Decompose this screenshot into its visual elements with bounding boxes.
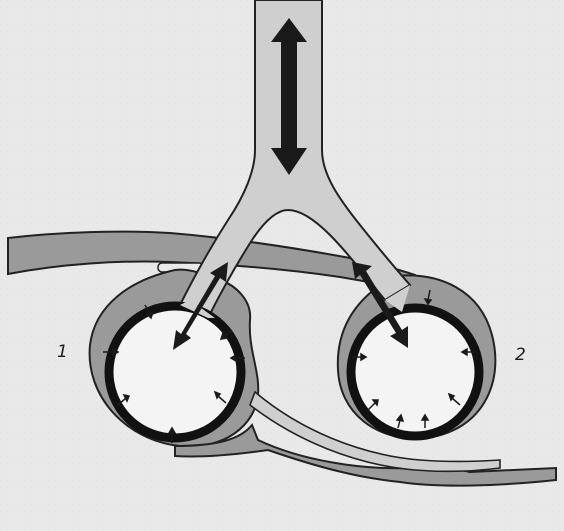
alveolus-1-label: 1 <box>57 342 68 362</box>
alveolus-2-label: 2 <box>515 345 526 365</box>
alveolus-1-wall <box>109 306 241 438</box>
alveolus-2-wall <box>351 308 479 436</box>
